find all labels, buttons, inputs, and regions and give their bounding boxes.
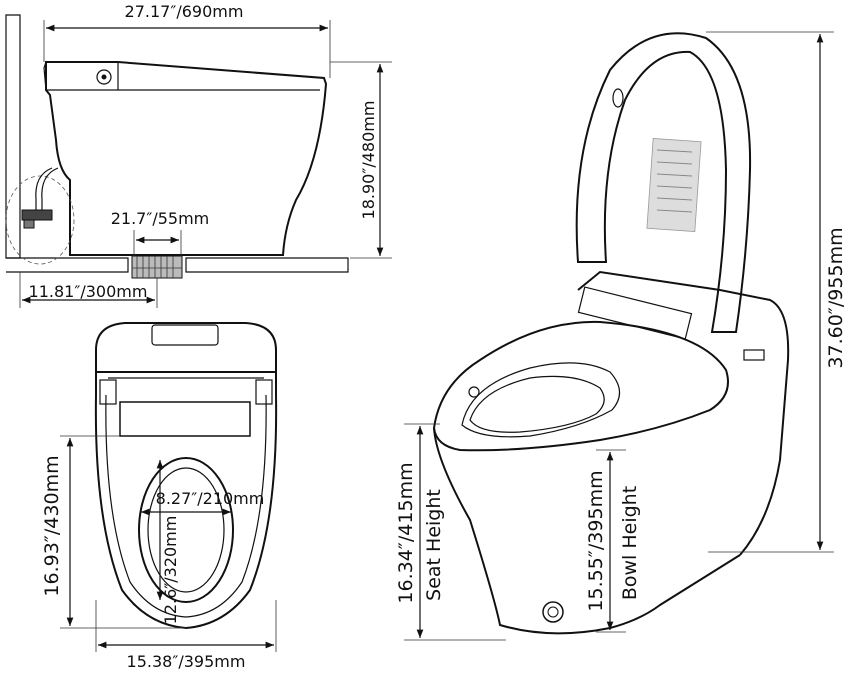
- top-width-label: 15.38″/395mm: [127, 652, 246, 671]
- wall-distance-label: 11.81″/300mm: [29, 282, 148, 301]
- floor-right: [185, 257, 349, 273]
- total-height-label: 37.60″/955mm: [825, 227, 847, 368]
- wall: [5, 14, 21, 259]
- seat-outline: [94, 371, 278, 630]
- lid: [575, 32, 752, 333]
- bowl-width-label: 8.27″/210mm: [156, 489, 265, 508]
- top-view: 8.27″/210mm 12.6″/320mm 16.93″/430mm 15.…: [41, 322, 278, 671]
- seat-height-caption: Seat Height: [423, 489, 445, 601]
- tank-top: [95, 322, 277, 372]
- side-view: 27.17″/690mm 18.90″/480mm 21.7″/55mm 11.…: [5, 2, 392, 308]
- seat-button-icon: [468, 386, 480, 398]
- seat-height-value: 16.34″/415mm: [395, 462, 417, 603]
- toilet-body-side: [45, 61, 328, 256]
- side-width-label: 27.17″/690mm: [125, 2, 244, 21]
- bowl-opening: [138, 457, 234, 603]
- side-height-label: 18.90″/480mm: [359, 101, 378, 220]
- bowl-height-value: 15.55″/395mm: [585, 470, 607, 611]
- drain-connector-icon: [131, 255, 183, 279]
- perspective-view: 37.60″/955mm 16.34″/415mm Seat Height 15…: [395, 31, 847, 641]
- bowl-height-caption: Bowl Height: [619, 486, 641, 600]
- seat-ring: [432, 320, 729, 452]
- water-valve-icon: [5, 167, 75, 265]
- tank-perspective: [577, 270, 790, 556]
- label-sticker: [646, 138, 702, 232]
- bowl-length-label: 12.6″/320mm: [161, 516, 180, 625]
- depth-label: 16.93″/430mm: [41, 455, 63, 596]
- lid-hinge: [119, 401, 251, 437]
- drain-label: 21.7″/55mm: [111, 209, 210, 228]
- body-perspective: [433, 427, 741, 635]
- floor: [6, 257, 129, 273]
